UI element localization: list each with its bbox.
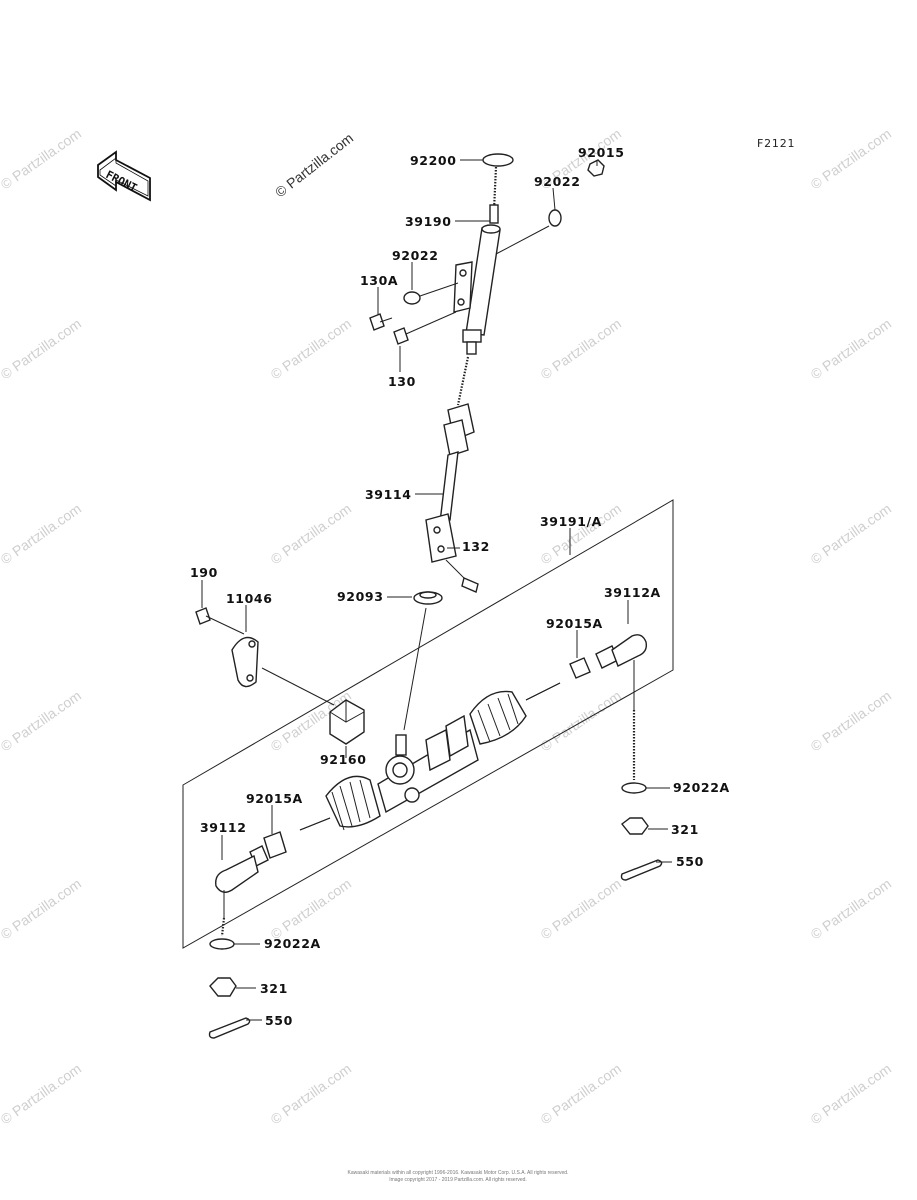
steering-rack	[299, 682, 561, 831]
watermark: © Partzilla.com	[268, 315, 354, 382]
label-190: 190	[190, 565, 218, 580]
watermark: © Partzilla.com	[808, 687, 894, 754]
footer-line-1: Kawasaki materials within all copyright …	[348, 1170, 569, 1176]
footer-copyright: Kawasaki materials within all copyright …	[348, 1170, 569, 1183]
label-130A: 130A	[360, 273, 398, 288]
label-92160: 92160	[320, 752, 367, 767]
watermark-layer: © Partzilla.com © Partzilla.com © Partzi…	[0, 125, 894, 1127]
label-92022-mid: 92022	[392, 248, 439, 263]
watermark: © Partzilla.com	[268, 875, 354, 942]
watermark: © Partzilla.com	[808, 315, 894, 382]
watermark: © Partzilla.com	[0, 315, 84, 382]
leader-lines	[201, 159, 672, 1021]
tie-rod-end-39112	[215, 845, 269, 937]
tie-rod-end-39112A	[595, 634, 648, 780]
cotter-pin-550-left	[208, 1017, 251, 1039]
watermark: © Partzilla.com	[268, 500, 354, 567]
label-39112A: 39112A	[604, 585, 661, 600]
watermark: © Partzilla.com	[538, 687, 624, 754]
watermark: © Partzilla.com	[538, 1060, 624, 1127]
watermark: © Partzilla.com	[0, 687, 84, 754]
bolt-132	[445, 559, 479, 593]
steering-shaft-39190	[453, 166, 501, 355]
washer-92022-top	[548, 209, 562, 227]
washer-92022A-right	[621, 782, 647, 794]
watermark: © Partzilla.com	[538, 875, 624, 942]
watermark: © Partzilla.com	[0, 125, 84, 192]
watermark: © Partzilla.com	[0, 875, 84, 942]
watermark: © Partzilla.com	[268, 1060, 354, 1127]
seal-92093	[403, 591, 443, 731]
watermark: © Partzilla.com	[0, 500, 84, 567]
label-92015A-right: 92015A	[546, 616, 603, 631]
figure-code: F2121	[757, 137, 795, 150]
label-550-right: 550	[676, 854, 704, 869]
footer-line-2: Image copyright 2017 - 2019 Partzilla.co…	[389, 1177, 527, 1183]
part-labels: 92200 92015 92022 39190 92022 130A 130 3…	[190, 145, 730, 1028]
watermark: © Partzilla.com	[808, 1060, 894, 1127]
label-550-left: 550	[265, 1013, 293, 1028]
intermediate-shaft-39114	[425, 356, 475, 563]
spacer-92015A-right	[569, 657, 591, 679]
spacer-92015A-left	[263, 831, 287, 859]
label-39191A: 39191/A	[540, 514, 602, 529]
label-321-right: 321	[671, 822, 699, 837]
nut-92015	[587, 159, 605, 177]
washer-92200	[482, 153, 514, 167]
watermark: © Partzilla.com	[808, 500, 894, 567]
watermark-main: © Partzilla.com	[272, 130, 356, 201]
nut-321-right	[621, 817, 649, 835]
bushing-92160	[329, 699, 365, 745]
label-92015: 92015	[578, 145, 625, 160]
washer-92022-mid	[403, 291, 421, 305]
nut-321-left	[209, 977, 237, 997]
front-arrow-icon: FRONT	[97, 150, 151, 202]
label-92093: 92093	[337, 589, 384, 604]
watermark: © Partzilla.com	[808, 875, 894, 942]
watermark: © Partzilla.com	[0, 1060, 84, 1127]
rack-assembly-outline	[182, 499, 674, 949]
label-39190: 39190	[405, 214, 452, 229]
label-39112: 39112	[200, 820, 247, 835]
label-132: 132	[462, 539, 490, 554]
bolt-130A	[369, 313, 393, 331]
watermark: © Partzilla.com	[538, 315, 624, 382]
watermark: © Partzilla.com	[808, 125, 894, 192]
label-321-left: 321	[260, 981, 288, 996]
label-92022-top: 92022	[534, 174, 581, 189]
watermark: © Partzilla.com	[538, 500, 624, 567]
bolt-130	[393, 311, 457, 345]
label-92022A-left: 92022A	[264, 936, 321, 951]
label-92015A-left: 92015A	[246, 791, 303, 806]
bolt-190	[195, 607, 245, 635]
label-92200: 92200	[410, 153, 457, 168]
label-11046: 11046	[226, 591, 273, 606]
washer-92022A-left	[209, 938, 235, 950]
clamp-11046	[231, 636, 335, 706]
label-39114: 39114	[365, 487, 412, 502]
cotter-pin-550-right	[620, 859, 663, 881]
label-92022A-right: 92022A	[673, 780, 730, 795]
label-130: 130	[388, 374, 416, 389]
